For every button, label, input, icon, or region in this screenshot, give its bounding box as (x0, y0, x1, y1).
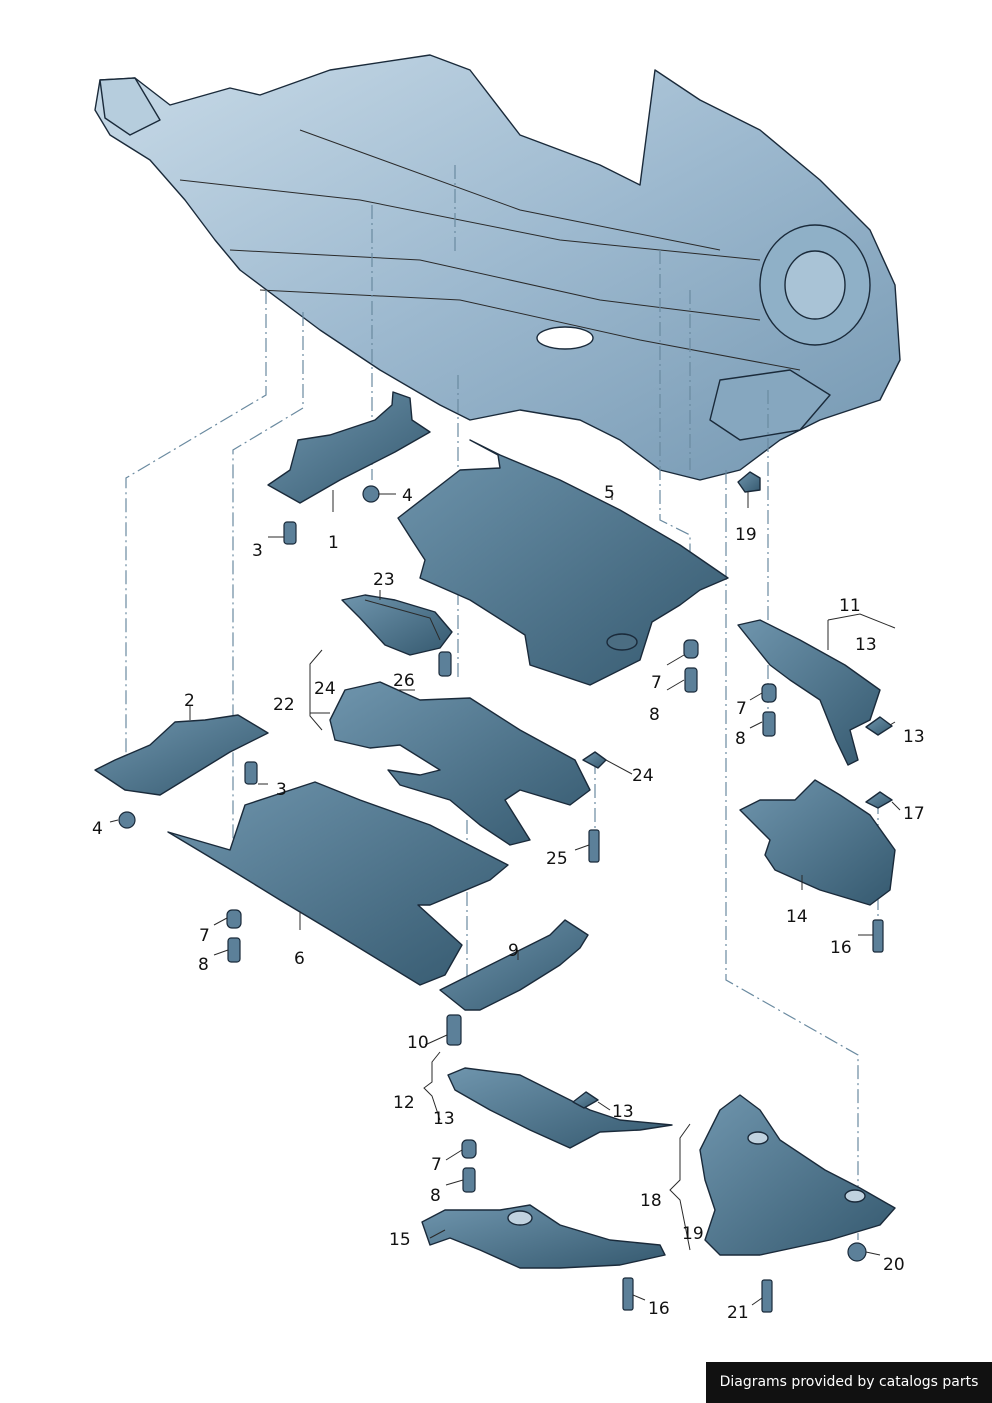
fastener-8-c (227, 937, 241, 963)
fastener-16-lower (622, 1277, 634, 1311)
label-25: 25 (546, 849, 568, 869)
label-8-d: 8 (430, 1186, 441, 1206)
fastener-20 (847, 1242, 867, 1262)
label-19-lower: 19 (682, 1224, 704, 1244)
part-24-clip (582, 751, 607, 769)
label-24-bracket: 24 (314, 679, 336, 699)
label-3-lower: 3 (276, 780, 287, 800)
fastener-8-b (762, 711, 776, 737)
label-19-upper: 19 (735, 525, 757, 545)
label-3-upper: 3 (252, 541, 263, 561)
label-4-lower: 4 (92, 819, 103, 839)
label-17: 17 (903, 804, 925, 824)
label-8-a: 8 (649, 705, 660, 725)
label-7-d: 7 (431, 1155, 442, 1175)
label-23: 23 (373, 570, 395, 590)
part-17-clip (865, 791, 893, 809)
label-11: 11 (839, 596, 861, 616)
fastener-7-b (761, 683, 777, 703)
credit-banner: Diagrams provided by catalogs parts (706, 1362, 992, 1403)
fastener-4-lower (118, 811, 136, 829)
label-26: 26 (393, 671, 415, 691)
fastener-10 (446, 1014, 462, 1046)
label-18: 18 (640, 1191, 662, 1211)
fastener-8-a (684, 667, 698, 693)
part-15-rear-crossmember-shield (421, 1204, 666, 1269)
vehicle-floor-pan (94, 54, 901, 481)
fastener-7-d (461, 1139, 477, 1159)
part-14-side-shield-right-rear (739, 779, 896, 906)
part-5-underbody-panel-front (397, 439, 729, 686)
part-18-rear-underbody-shield (699, 1094, 896, 1256)
fastener-4-upper (362, 485, 380, 503)
label-9: 9 (508, 941, 519, 961)
label-2: 2 (184, 691, 195, 711)
label-4-upper: 4 (402, 486, 413, 506)
label-7-b: 7 (736, 699, 747, 719)
label-10: 10 (407, 1033, 429, 1053)
part-19-bracket-upper (737, 471, 761, 493)
label-8-b: 8 (735, 729, 746, 749)
fastener-8-d (462, 1167, 476, 1193)
part-2-side-shield-rear-left (94, 714, 269, 796)
fasteners (118, 485, 884, 1313)
fastener-7-a (683, 639, 699, 659)
part-9-bracket-rail (439, 919, 589, 1011)
label-14: 14 (786, 907, 808, 927)
fastener-3-lower (244, 761, 258, 785)
part-number-labels: 1 2 3 3 4 4 5 6 7 8 7 8 7 8 7 8 9 10 11 … (92, 483, 925, 1323)
label-22: 22 (273, 695, 295, 715)
part-1-side-shield-front-left (267, 391, 431, 504)
fastener-16-upper (872, 919, 884, 953)
label-5: 5 (604, 483, 615, 503)
part-12-tunnel-rear-shield (447, 1067, 673, 1149)
part-13-clip-right (865, 716, 893, 736)
part-13-clip-center (572, 1091, 599, 1109)
label-8-c: 8 (198, 955, 209, 975)
label-16-upper: 16 (830, 938, 852, 958)
fastener-25 (588, 829, 600, 863)
label-12: 12 (393, 1093, 415, 1113)
label-1: 1 (328, 533, 339, 553)
part-24-center-tunnel-shield (329, 681, 591, 846)
label-24-clip: 24 (632, 766, 654, 786)
part-23-cover (341, 594, 453, 656)
label-21: 21 (727, 1303, 749, 1323)
label-13-bracket-center: 13 (433, 1109, 455, 1129)
label-20: 20 (883, 1255, 905, 1275)
fastener-3-upper (283, 521, 297, 545)
leader-lines (109, 490, 901, 1306)
label-13-bracket-right: 13 (855, 635, 877, 655)
label-6: 6 (294, 949, 305, 969)
part-11-side-shield-right-front (737, 619, 881, 766)
label-15: 15 (389, 1230, 411, 1250)
label-7-c: 7 (199, 926, 210, 946)
fastener-26 (438, 651, 452, 677)
part-6-underbody-panel-rear (167, 781, 509, 986)
label-13-clip-right: 13 (903, 727, 925, 747)
fastener-7-c (226, 909, 242, 929)
fastener-21 (761, 1279, 773, 1313)
label-13-clip-center: 13 (612, 1102, 634, 1122)
label-16-lower: 16 (648, 1299, 670, 1319)
label-7-a: 7 (651, 673, 662, 693)
